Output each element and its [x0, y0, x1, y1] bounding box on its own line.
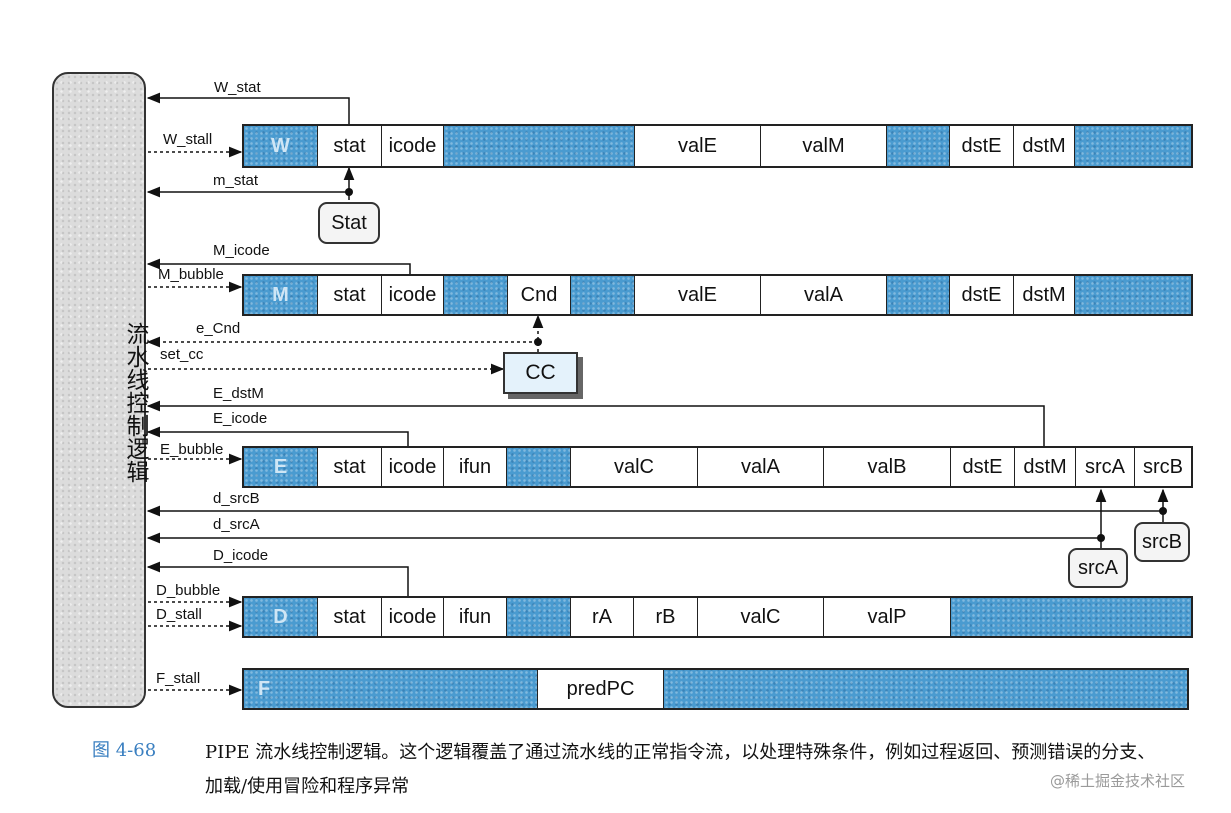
- register-E-stage: E: [244, 448, 317, 486]
- label-d-srcA: d_srcA: [213, 516, 260, 533]
- wire-M-icode: [146, 258, 411, 274]
- register-M-field: Cnd: [507, 276, 570, 314]
- register-W-field: [886, 126, 949, 166]
- label-E-dstM: E_dstM: [213, 385, 264, 402]
- register-W-field: valE: [634, 126, 760, 166]
- register-W: W stat icode valE valM dstE dstM: [242, 124, 1193, 168]
- register-E-field: srcA: [1075, 448, 1134, 486]
- register-E-field: ifun: [443, 448, 506, 486]
- register-M-field: valA: [760, 276, 886, 314]
- register-M-field: dstE: [949, 276, 1013, 314]
- register-E-field: valC: [570, 448, 697, 486]
- junction-srcB: [1159, 507, 1167, 515]
- register-F-field: [663, 670, 1187, 708]
- label-D-icode: D_icode: [213, 547, 269, 564]
- wire-D-icode: [146, 561, 409, 596]
- register-D-field: rA: [570, 598, 633, 636]
- label-W-stat: W_stat: [214, 79, 261, 96]
- label-W-stall: W_stall: [163, 131, 213, 148]
- register-E-field: icode: [381, 448, 443, 486]
- label-E-icode: E_icode: [213, 410, 268, 427]
- junction-srcA: [1097, 534, 1105, 542]
- register-D-field: valC: [697, 598, 823, 636]
- figure-number: 图 4-68: [92, 740, 157, 761]
- register-W-field: valM: [760, 126, 886, 166]
- register-W-field: [443, 126, 634, 166]
- register-D-stage: D: [244, 598, 317, 636]
- register-M-field: dstM: [1013, 276, 1074, 314]
- register-E-field: dstE: [950, 448, 1014, 486]
- srcA-block: srcA: [1068, 548, 1128, 588]
- label-d-srcB: d_srcB: [213, 490, 260, 507]
- register-E-field: [506, 448, 570, 486]
- label-set-cc: set_cc: [160, 346, 204, 363]
- label-D-stall: D_stall: [156, 606, 202, 623]
- register-M-field: [1074, 276, 1191, 314]
- label-M-icode: M_icode: [213, 242, 270, 259]
- register-M-field: [886, 276, 949, 314]
- label-M-bubble: M_bubble: [158, 266, 224, 283]
- register-E: E stat icode ifun valC valA valB dstE ds…: [242, 446, 1193, 488]
- register-M-field: [570, 276, 634, 314]
- stat-block: Stat: [318, 202, 380, 244]
- register-M-field: stat: [317, 276, 381, 314]
- watermark: @稀土掘金技术社区: [1050, 772, 1186, 790]
- srcB-block: srcB: [1134, 522, 1190, 562]
- figure-caption: PIPE 流水线控制逻辑。这个逻辑覆盖了通过流水线的正常指令流，以处理特殊条件，…: [205, 742, 1156, 797]
- register-F: F predPC: [242, 668, 1189, 710]
- register-D-field: [950, 598, 1191, 636]
- label-e-Cnd: e_Cnd: [196, 320, 241, 337]
- register-W-field: icode: [381, 126, 443, 166]
- wire-E-icode: [146, 426, 409, 446]
- junction-cc: [534, 338, 542, 346]
- register-E-field: valB: [823, 448, 950, 486]
- register-D-field: [506, 598, 570, 636]
- label-m-stat: m_stat: [213, 172, 259, 189]
- register-D-field: valP: [823, 598, 950, 636]
- register-D-field: icode: [381, 598, 443, 636]
- register-D-field: rB: [633, 598, 697, 636]
- pipeline-control-logic-box: 流水线控制逻辑: [52, 72, 148, 708]
- wire-E-dstM: [146, 400, 1045, 446]
- register-M-field: icode: [381, 276, 443, 314]
- register-M-stage: M: [244, 276, 317, 314]
- register-E-field: valA: [697, 448, 823, 486]
- register-D: D stat icode ifun rA rB valC valP: [242, 596, 1193, 638]
- junction-stat: [345, 188, 353, 196]
- wire-W-stat: [146, 92, 350, 124]
- register-M: M stat icode Cnd valE valA dstE dstM: [242, 274, 1193, 316]
- register-W-field: [1074, 126, 1191, 166]
- label-F-stall: F_stall: [156, 670, 201, 687]
- register-E-field: srcB: [1134, 448, 1191, 486]
- register-E-field: stat: [317, 448, 381, 486]
- control-logic-label: 流水线控制逻辑: [122, 322, 148, 483]
- register-W-stage: W: [244, 126, 317, 166]
- register-D-field: stat: [317, 598, 381, 636]
- register-F-stage: F: [244, 670, 537, 708]
- register-W-field: stat: [317, 126, 381, 166]
- register-M-field: valE: [634, 276, 760, 314]
- cc-block: CC: [503, 352, 578, 394]
- label-E-bubble: E_bubble: [160, 441, 224, 458]
- register-W-field: dstE: [949, 126, 1013, 166]
- register-D-field: ifun: [443, 598, 506, 636]
- register-W-field: dstM: [1013, 126, 1074, 166]
- register-E-field: dstM: [1014, 448, 1075, 486]
- register-F-field: predPC: [537, 670, 663, 708]
- register-M-field: [443, 276, 507, 314]
- label-D-bubble: D_bubble: [156, 582, 221, 599]
